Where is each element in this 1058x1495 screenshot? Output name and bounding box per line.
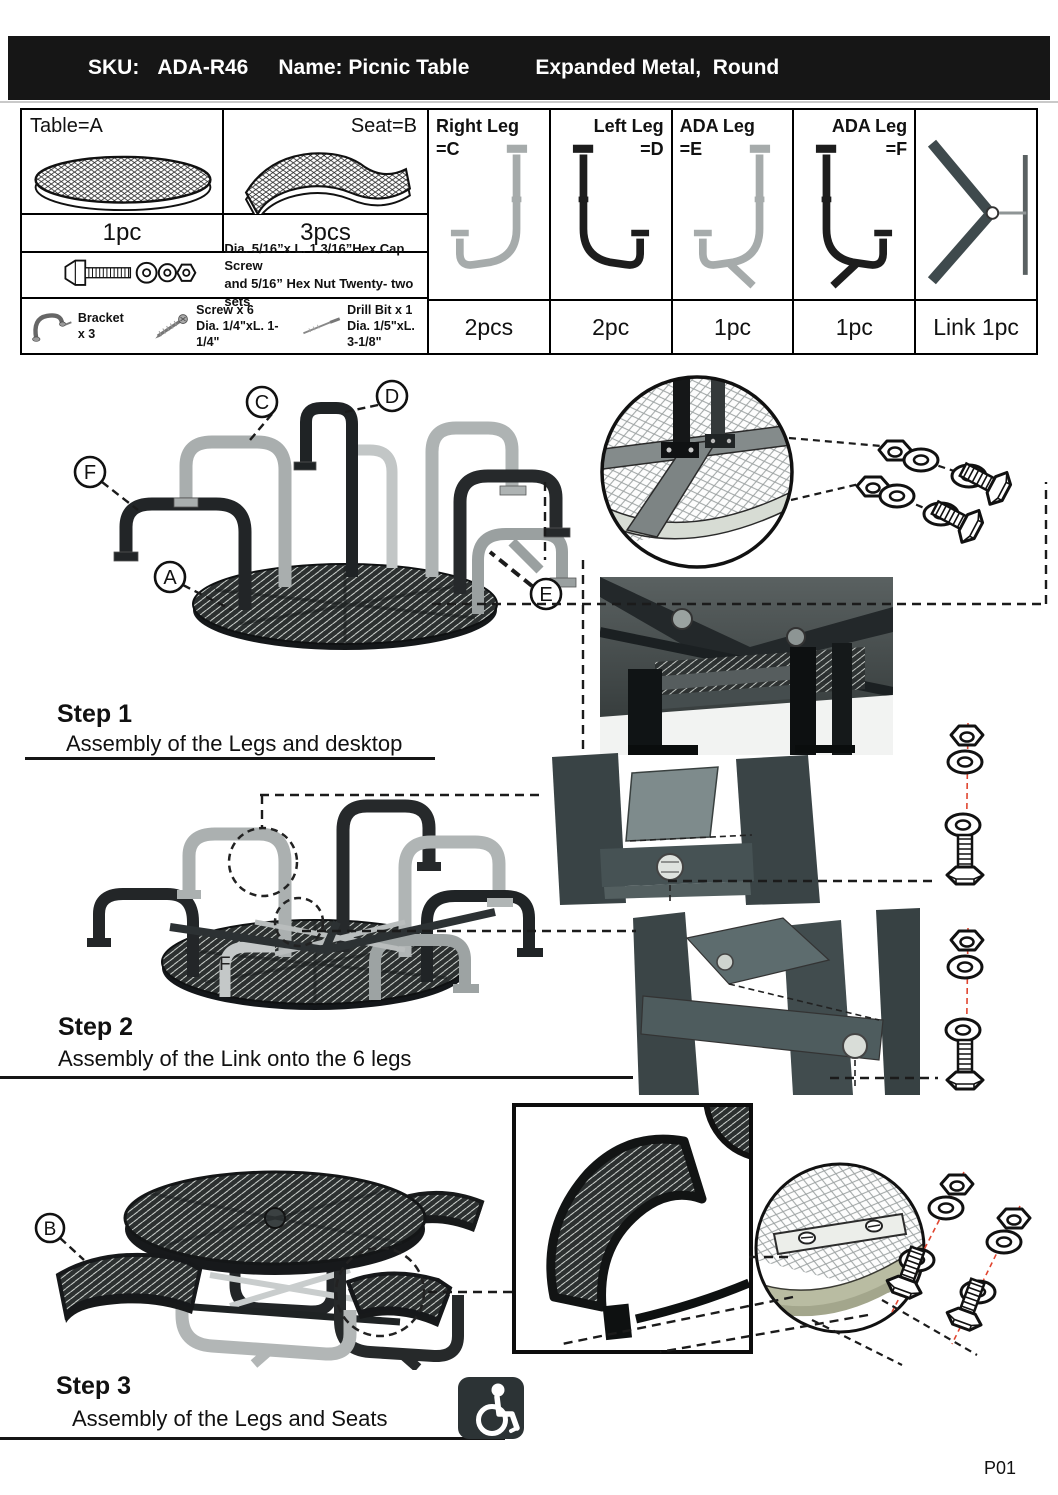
left-seat bbox=[55, 1252, 203, 1323]
part-col-ada-leg-e: ADA Leg=E 1pc bbox=[672, 110, 795, 353]
leg-d-qty: 2pc bbox=[592, 313, 630, 340]
divider bbox=[0, 101, 1058, 103]
step1-detail-view bbox=[600, 375, 1017, 569]
step1-diagram: C D F A E bbox=[73, 379, 577, 650]
link-drawing bbox=[927, 139, 1028, 285]
step3-rule bbox=[0, 1437, 505, 1440]
leg-c-label: Right Leg=C bbox=[436, 116, 519, 159]
step2-hardware-stack-2 bbox=[944, 927, 985, 1091]
drill-dim: Dia. 1/5"xL. 3-1/8" bbox=[347, 318, 415, 350]
step3-hardware bbox=[882, 1171, 1032, 1345]
hex-screw-spec-line1: Dia. 5/16”x L. 1 3/16”Hex Cap Screw bbox=[224, 240, 405, 274]
sku-value: ADA-R46 bbox=[157, 56, 249, 79]
step2-legs bbox=[93, 799, 535, 1000]
label-f: F bbox=[84, 462, 96, 484]
step2-leg-plates bbox=[87, 862, 543, 993]
step3-photo bbox=[512, 1103, 753, 1354]
part-label-table: Table=A bbox=[30, 115, 103, 137]
ada-leg-e-drawing bbox=[673, 135, 791, 297]
leg-f-qty: 1pc bbox=[835, 313, 873, 340]
wheelchair-accessible-icon bbox=[458, 1377, 524, 1439]
step2-detail-marker-1 bbox=[227, 826, 299, 898]
leg-c-qty: 2pcs bbox=[464, 313, 514, 340]
left-leg-drawing bbox=[552, 135, 670, 297]
step1-photo bbox=[600, 577, 893, 755]
step3-title: Step 3 bbox=[56, 1372, 132, 1400]
table-top bbox=[123, 1170, 427, 1275]
leg-f-label: ADA Leg=F bbox=[831, 116, 908, 159]
parts-table-left: Table=A Seat=B 1pc 3pcs bbox=[22, 110, 429, 353]
leg-e-label: ADA Leg=E bbox=[679, 116, 755, 159]
leg-d-label: Left Leg=D bbox=[593, 116, 664, 159]
sku-label: SKU: bbox=[88, 56, 140, 79]
screw-dim: Dia. 1/4"xL. 1- 1/4" bbox=[196, 318, 279, 350]
bracket-icon bbox=[32, 313, 72, 342]
step1-hardware-leaders bbox=[788, 436, 958, 512]
part-col-ada-leg-f: ADA Leg=F 1pc bbox=[794, 110, 917, 353]
product-material: Expanded Metal, Round bbox=[535, 56, 780, 79]
step2-detail-view-1 bbox=[552, 745, 855, 905]
bracket-label: Bracket x 3 bbox=[77, 310, 124, 341]
hex-cap-screw-icon bbox=[64, 259, 197, 286]
part-label-seat: Seat=B bbox=[350, 115, 417, 137]
step2-diagram: F bbox=[87, 799, 543, 1010]
label-b: B bbox=[44, 1219, 57, 1240]
part-col-left-leg: Left Leg=D 2pc bbox=[550, 110, 673, 353]
table-qty: 1pc bbox=[22, 215, 224, 253]
parts-table-right: Right Leg=C 2pcs Left Leg=D bbox=[429, 110, 1036, 353]
ada-leg-f-drawing bbox=[795, 135, 913, 297]
step1-hardware bbox=[855, 439, 1017, 548]
page-number: P01 bbox=[984, 1458, 1017, 1478]
right-leg-drawing bbox=[430, 135, 548, 297]
step2-hardware-stack-1 bbox=[944, 722, 985, 886]
part-cell-seat: Seat=B bbox=[224, 110, 427, 215]
step1-rule bbox=[25, 757, 435, 760]
link-qty: Link 1pc bbox=[933, 313, 1019, 340]
hex-screw-spec-line2: and 5/16” Hex Nut Twenty- two sets bbox=[224, 276, 414, 309]
screw-icon bbox=[155, 314, 189, 339]
drill-bit-icon bbox=[302, 317, 340, 335]
step3-detail-view bbox=[754, 1162, 1032, 1366]
product-name: Name: Picnic Table bbox=[278, 56, 470, 79]
step2-rule bbox=[0, 1076, 633, 1079]
step3-detail-marker bbox=[334, 1246, 426, 1338]
step2-detail-view-2 bbox=[633, 908, 920, 1095]
screw-label: Screw x 6 bbox=[196, 302, 254, 317]
step3-subtitle: Assembly of the Legs and Seats bbox=[72, 1406, 388, 1431]
seat-drawing bbox=[244, 152, 412, 214]
label-a: A bbox=[163, 567, 177, 589]
part-cell-table: Table=A bbox=[22, 110, 224, 215]
step2-label-f: F bbox=[219, 954, 231, 975]
label-c: C bbox=[255, 392, 269, 414]
table-top-drawing bbox=[34, 155, 212, 212]
part-col-link: Link 1pc bbox=[916, 110, 1036, 353]
seat-qty: 3pcs bbox=[224, 215, 427, 253]
parts-table: Table=A Seat=B 1pc 3pcs bbox=[20, 108, 1038, 355]
label-e: E bbox=[539, 584, 552, 606]
table-corner-closeup bbox=[602, 377, 792, 567]
label-d: D bbox=[385, 386, 399, 408]
step2-title: Step 2 bbox=[58, 1013, 134, 1041]
step3-diagram: B bbox=[34, 1170, 485, 1370]
step1-title: Step 1 bbox=[57, 700, 133, 728]
step2-subtitle: Assembly of the Link onto the 6 legs bbox=[58, 1046, 412, 1071]
header-bar: SKU: ADA-R46 Name: Picnic Table Expanded… bbox=[8, 36, 1050, 100]
part-col-right-leg: Right Leg=C 2pcs bbox=[429, 110, 551, 353]
small-hardware-row: Bracket x 3 Screw x 6 Dia. 1/4"xL. 1- 1/… bbox=[22, 299, 427, 353]
step2-detail-marker-2 bbox=[273, 896, 325, 948]
drill-label: Drill Bit x 1 bbox=[347, 302, 413, 317]
step1-subtitle: Assembly of the Legs and desktop bbox=[66, 731, 403, 756]
leg-e-qty: 1pc bbox=[713, 313, 752, 340]
hex-screw-row: Dia. 5/16”x L. 1 3/16”Hex Cap Screw and … bbox=[22, 241, 427, 309]
step2-link-bars bbox=[169, 908, 496, 957]
